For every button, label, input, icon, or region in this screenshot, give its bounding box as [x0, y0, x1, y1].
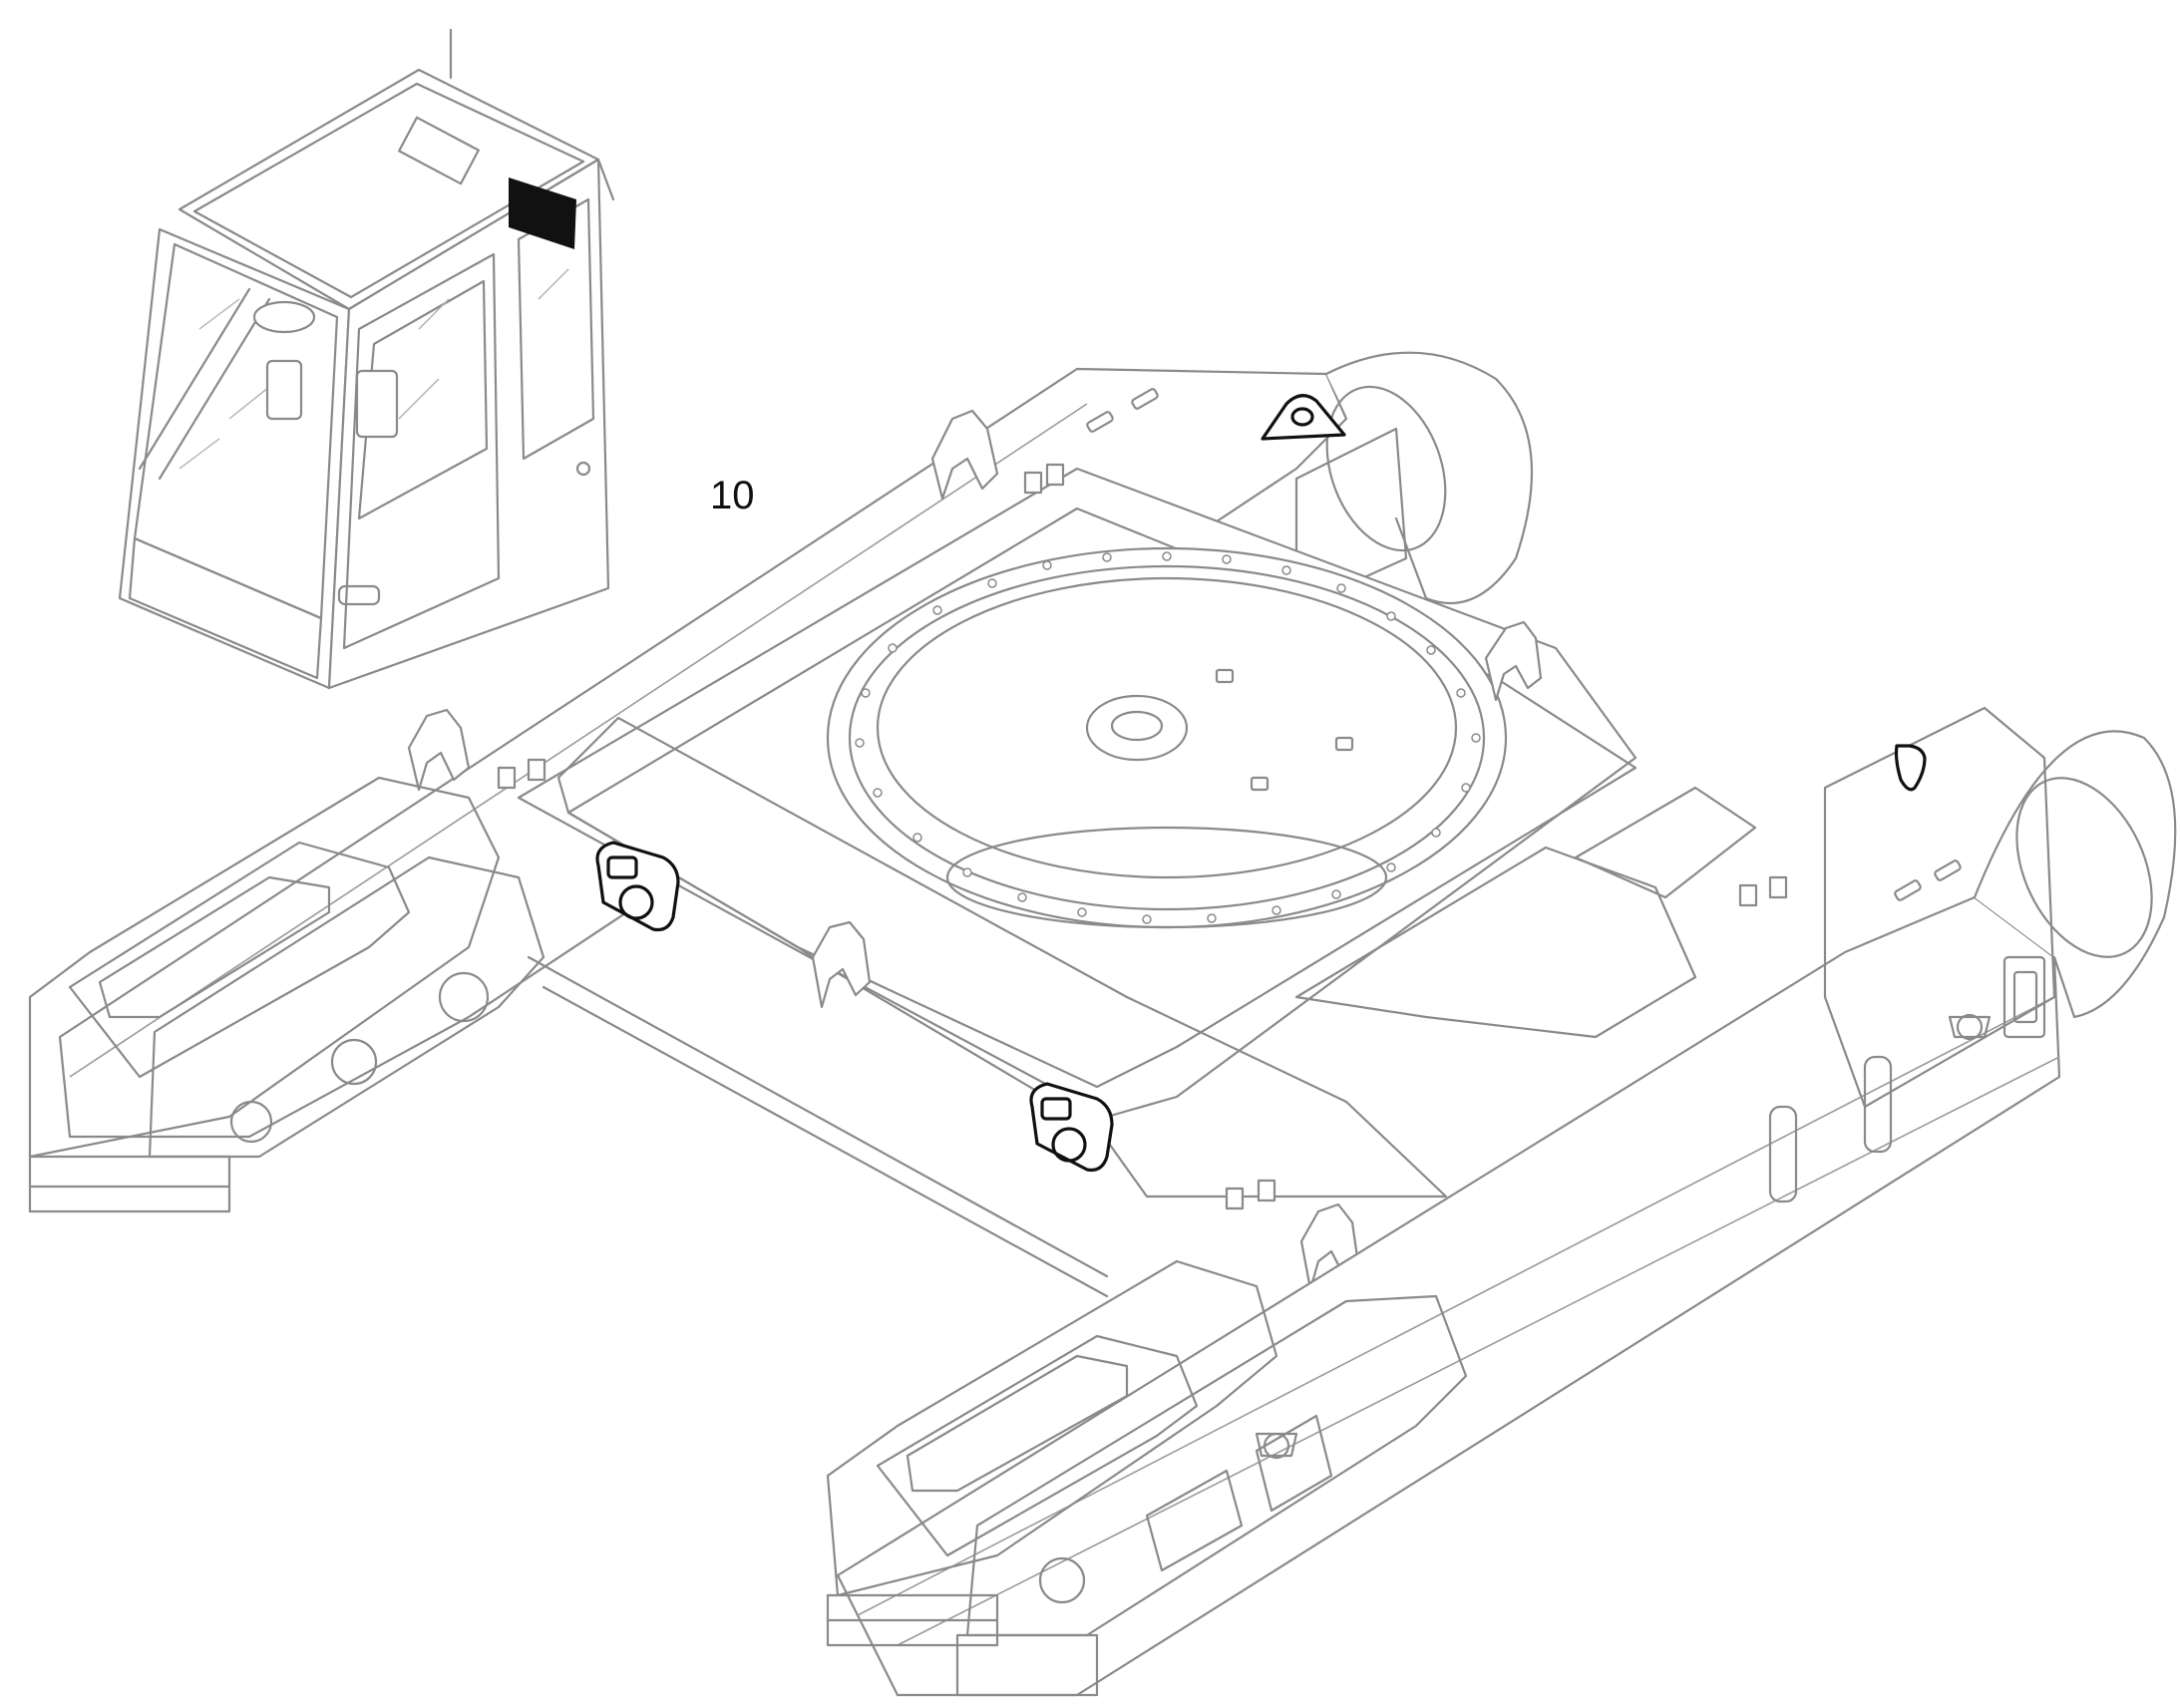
cab-drawing	[118, 28, 615, 690]
ring-bolt-holes	[855, 551, 1481, 924]
undercarriage-drawing	[28, 351, 2177, 1697]
decal-marker	[509, 177, 576, 249]
tie-down-lug	[1261, 394, 1346, 441]
tie-down-lug	[1894, 744, 1927, 792]
tie-down-lug	[1029, 1082, 1114, 1173]
tie-down-lug	[595, 841, 680, 932]
cab-label-callout: 10	[710, 474, 755, 517]
